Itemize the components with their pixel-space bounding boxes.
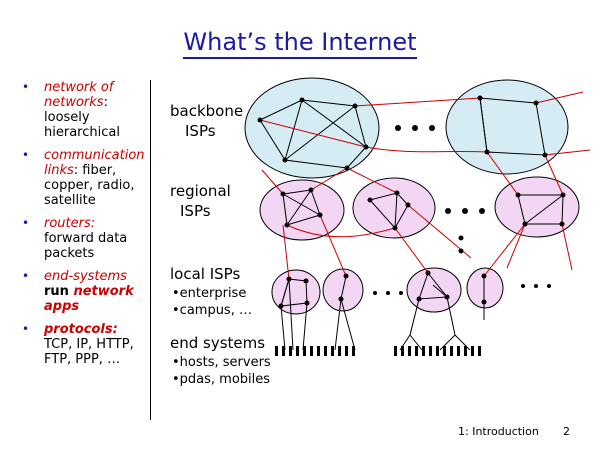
local-item: •campus, … <box>172 303 252 318</box>
bullet-dot-icon: • <box>22 148 30 162</box>
bullet-dot-icon: • <box>22 269 30 283</box>
backbone-isp-cloud <box>445 79 569 175</box>
local-isp-cloud <box>406 267 462 313</box>
bullet-text: TCP, IP, HTTP, FTP, PPP, … <box>44 337 134 367</box>
bullet-text: loosely hierarchical <box>44 110 120 140</box>
bullet-term: network apps <box>44 284 134 314</box>
bullet-term: end-systems <box>44 269 127 284</box>
bullet-term: communication links <box>44 148 145 178</box>
end-systems-label: end systems <box>170 334 266 352</box>
bullet-dot-icon: • <box>22 322 30 336</box>
page-number: 2 <box>563 425 570 438</box>
bullet-term: network of networks <box>44 80 114 110</box>
bullet-text: : <box>103 95 108 110</box>
bullet-item: • network of networks: loosely hierarchi… <box>20 80 148 140</box>
bullet-dot-icon: • <box>22 216 30 230</box>
bullet-list: • network of networks: loosely hierarchi… <box>20 80 148 375</box>
regional-label: regional <box>170 182 231 200</box>
backbone-label: backbone <box>170 102 244 120</box>
bullet-item: • communication links: fiber, copper, ra… <box>20 148 148 208</box>
footer-section: 1: Introduction <box>458 425 539 438</box>
bullet-term: routers: <box>44 216 96 231</box>
bullet-text: : fiber, copper, radio, satellite <box>44 163 135 208</box>
bullet-dot-icon: • <box>22 80 30 94</box>
regional-label-2: ISPs <box>180 202 211 220</box>
backbone-isp-cloud <box>244 77 380 179</box>
bullet-text: run <box>44 284 74 299</box>
bullet-text: : <box>112 322 118 337</box>
backbone-label-2: ISPs <box>185 122 216 140</box>
bullet-item: • protocols: TCP, IP, HTTP, FTP, PPP, … <box>20 322 148 367</box>
bullet-term: protocols <box>44 322 113 337</box>
regional-isp-cloud <box>494 176 580 238</box>
divider <box>150 80 151 420</box>
end-item: •hosts, servers <box>172 355 271 370</box>
local-isps-label: local ISPs <box>170 265 241 283</box>
bullet-item: • end-systems run network apps <box>20 269 148 314</box>
slide-title: What’s the Internet <box>0 28 600 59</box>
local-item: •enterprise <box>172 286 247 301</box>
bullet-item: • routers: forward data packets <box>20 216 148 261</box>
bullet-text: forward data packets <box>44 231 128 261</box>
regional-isp-cloud <box>352 177 436 239</box>
end-item: •pdas, mobiles <box>172 372 271 387</box>
local-isp-cloud <box>466 267 504 309</box>
